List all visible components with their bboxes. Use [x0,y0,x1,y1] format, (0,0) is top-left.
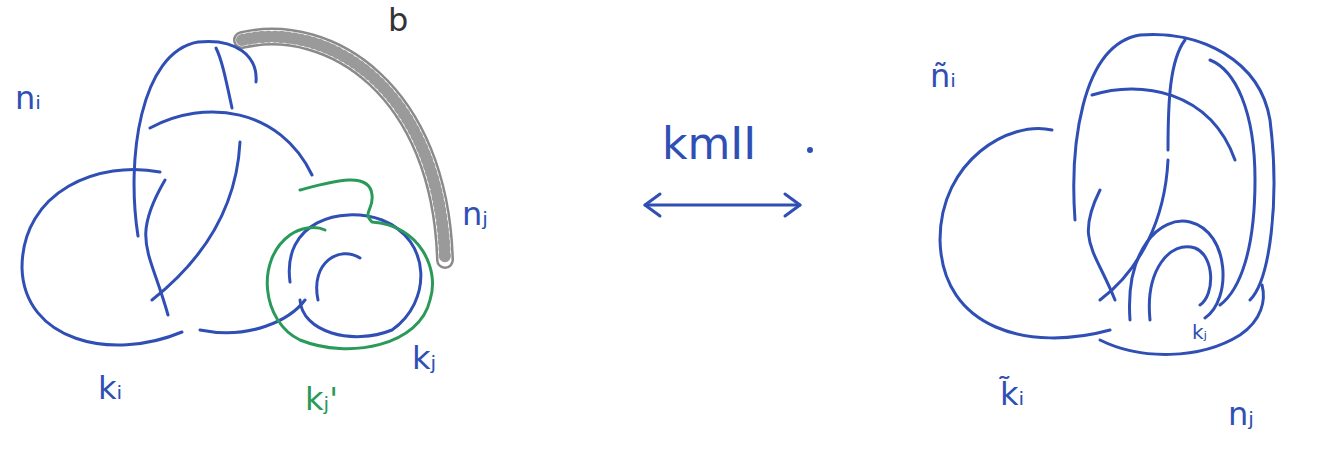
knot-kj [289,215,421,337]
knot-label: k̃ᵢ [1000,378,1024,410]
band-b [242,37,445,260]
pushoff-label: kⱼ' [305,383,338,415]
knot-label: kⱼ [412,342,436,374]
knot-kj-prime [267,180,432,349]
framing-label: nⱼ [462,198,488,230]
move-label: kmII [662,122,756,166]
knot-label: nᵢ [15,82,41,114]
knot-label: kᵢ [98,372,122,404]
knot-result [940,34,1274,354]
framing-label: nⱼ [1228,398,1254,430]
band-label: b [388,4,408,36]
framing-label: ñᵢ [930,60,956,92]
knot-label: kⱼ [1192,322,1207,342]
